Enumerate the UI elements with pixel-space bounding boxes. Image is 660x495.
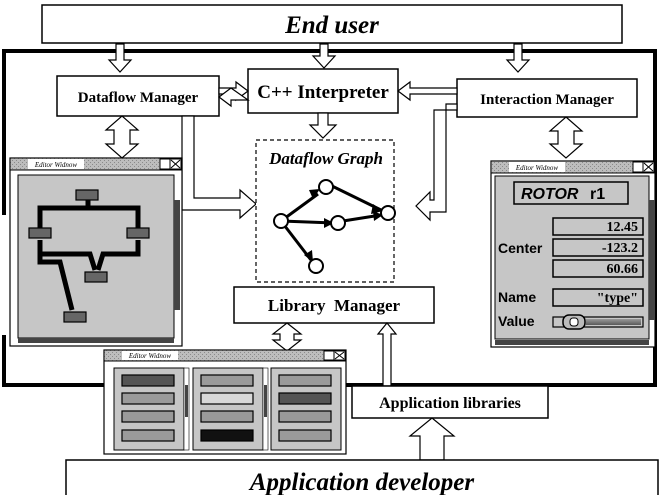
window-title: Editor Widnow [515,164,559,172]
arrow-library-editor [271,322,303,352]
close-icon[interactable] [642,161,655,173]
dataflow-graph-title: Dataflow Graph [268,149,383,168]
arrow-interaction-interpreter [397,80,458,102]
rotor-header-id: r1 [590,186,605,203]
window-minimize-button[interactable] [323,350,335,361]
dataflow-manager-box [56,75,220,117]
graph-node [330,215,346,231]
editor-node [84,271,108,283]
editor-graph-edges [37,198,141,311]
library-item [121,429,175,442]
library-item [121,392,175,405]
library-manager-box [233,286,435,324]
graph-node [380,205,396,221]
arrow-interpreter-to-graph [308,112,338,139]
rotor-header-italic: ROTOR [521,186,579,203]
library-item [278,392,332,405]
center-x-field[interactable] [552,217,644,236]
horizontal-scrollbar[interactable] [18,338,174,343]
arrow-dataflow-interpreter [218,80,250,108]
application-developer-box [65,459,659,495]
dataflow-graph-nodes [273,179,396,274]
arrow-interaction-editor [548,116,584,159]
window-title: Editor Widnow [34,161,78,169]
rotor-header-box [513,181,629,205]
arrow-interaction-to-graph [415,103,458,222]
editor-node [28,227,52,239]
dataflow-manager-label: Dataflow Manager [78,90,199,106]
end-user-label: End user [284,12,379,39]
interaction-manager-box [456,78,638,118]
close-icon[interactable] [333,350,346,361]
editor-graph-nodes [28,189,150,323]
center-y-field[interactable] [552,238,644,257]
interaction-manager-label: Interaction Manager [480,92,614,108]
center-label: Center [498,240,543,256]
name-field[interactable] [552,288,644,307]
library-item [121,410,175,423]
graph-node [273,213,289,229]
library-item [200,392,254,405]
library-item [278,429,332,442]
center-z-field[interactable] [552,259,644,278]
application-libraries-label: Application libraries [379,395,521,412]
value-label: Value [498,313,535,329]
value-slider[interactable] [552,314,644,330]
center-x-value: 12.45 [607,220,639,235]
end-user-box [41,4,623,44]
vertical-scrollbar[interactable] [174,200,180,310]
library-item [278,410,332,423]
graph-node [308,258,324,274]
dataflow-graph-arrowheads [304,189,383,262]
arrow-enduser-to-interaction [505,43,531,73]
name-label: Name [498,289,536,305]
horizontal-scrollbar[interactable] [495,340,649,345]
arrow-dataflow-editor [104,115,140,159]
window-titlebar[interactable] [103,349,347,362]
library-item [200,374,254,387]
name-value: "type" [597,291,638,306]
arrow-enduser-to-interpreter [311,43,337,69]
vertical-scrollbar[interactable] [649,200,655,320]
bottom-editor-window: Editor Widnow [103,349,347,455]
right-editor-window: Editor Widnow ROTOR r1 12.45 -123.2 60.6… [490,160,656,348]
center-y-value: -123.2 [602,241,638,256]
arrow-enduser-to-dataflow [107,43,133,73]
editor-node [75,189,99,201]
arrow-developer-to-applibs [408,417,456,461]
editor-node [126,227,150,239]
arrow-dataflow-to-graph [181,115,257,220]
application-libraries-box [351,385,549,419]
cpp-interpreter-label: C++ Interpreter [257,82,389,103]
editor-node [63,311,87,323]
library-item [200,429,254,442]
library-item [200,410,254,423]
graph-node [318,179,334,195]
application-developer-label: Application developer [248,469,475,495]
library-item [278,374,332,387]
window-title: Editor Widnow [128,352,172,360]
library-item [121,374,175,387]
library-manager-label: Library Manager [268,296,401,315]
window-minimize-button[interactable] [632,161,644,173]
library-items [121,374,332,442]
dataflow-graph-box [255,139,395,283]
close-icon[interactable] [169,158,182,170]
left-editor-window: Editor Widnow [9,157,183,347]
arrow-applibs-to-library [376,322,398,387]
center-z-value: 60.66 [607,262,639,277]
window-minimize-button[interactable] [159,158,171,170]
